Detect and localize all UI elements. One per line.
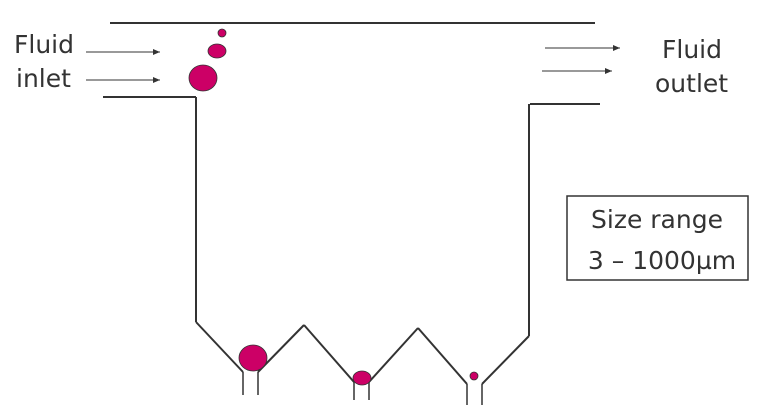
- outlet-label-line2: outlet: [655, 69, 728, 98]
- inlet-particle-medium: [207, 43, 227, 59]
- size-range-line1: Size range: [591, 205, 723, 234]
- inlet-particle-large: [188, 64, 218, 92]
- outlet-label-line1: Fluid: [662, 35, 722, 64]
- size-range-box: [566, 195, 749, 281]
- hopper-2-particle: [352, 370, 372, 386]
- hopper-3-particle: [469, 371, 479, 381]
- inlet-label-line2: inlet: [16, 64, 71, 93]
- size-range-line2: 3 – 1000µm: [588, 246, 736, 275]
- hopper-3-left-slope: [417, 327, 468, 385]
- hopper-3-right-slope: [481, 335, 530, 385]
- inlet-particle-small: [217, 28, 227, 38]
- hopper-2-right-slope: [368, 327, 419, 383]
- hopper-1-particle: [238, 344, 268, 372]
- inlet-label-line1: Fluid: [14, 30, 74, 59]
- hopper-1-left-slope: [195, 321, 244, 373]
- hopper-2-left-slope: [303, 324, 355, 383]
